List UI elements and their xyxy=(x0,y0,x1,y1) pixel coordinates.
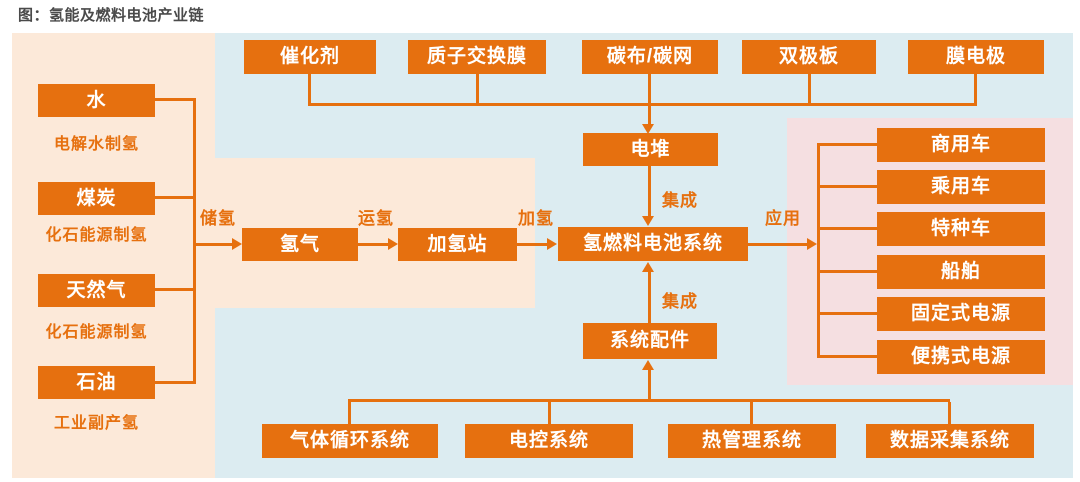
application-box-portable-power: 便携式电源 xyxy=(877,340,1045,374)
arrowhead-right-to-hydrogen xyxy=(232,238,242,250)
flow-line-to-hydrogen xyxy=(196,243,234,246)
arrowhead-down-to-system xyxy=(642,216,654,226)
figure-title: 图：氢能及燃料电池产业链 xyxy=(18,7,205,24)
connector-catalyst-stub xyxy=(308,74,311,106)
connector-accessories-to-system xyxy=(648,271,651,323)
label-hydrogen-storage: 储氢 xyxy=(200,209,236,228)
component-box-catalyst: 催化剂 xyxy=(244,40,376,74)
connector-data-acquisition-stub xyxy=(948,402,951,424)
component-box-bipolar-plate: 双极板 xyxy=(742,40,876,74)
subsystem-box-electric-control: 电控系统 xyxy=(465,424,633,458)
label-application: 应用 xyxy=(765,209,801,228)
connector-gas-stub xyxy=(155,288,195,291)
connector-branch-portable xyxy=(817,355,879,358)
connector-branch-ship xyxy=(817,270,879,273)
arrowhead-up-to-system xyxy=(642,262,654,272)
connector-electrode-stub xyxy=(974,74,977,106)
arrowhead-right-to-station xyxy=(388,238,398,250)
connector-branch-stationary xyxy=(817,312,879,315)
connector-sources-trunk xyxy=(193,98,196,384)
source-box-coal: 煤炭 xyxy=(38,182,155,215)
connector-bipolar-stub xyxy=(808,74,811,106)
label-hydrogen-transport: 运氢 xyxy=(358,209,394,228)
connector-stack-to-system xyxy=(648,166,651,218)
application-box-ship: 船舶 xyxy=(877,255,1045,289)
connector-components-bus xyxy=(308,103,977,106)
flow-line-to-station xyxy=(358,243,390,246)
connector-membrane-stub xyxy=(476,74,479,106)
stack-box: 电堆 xyxy=(583,133,718,166)
hydrogen-box: 氢气 xyxy=(242,228,358,261)
station-box: 加氢站 xyxy=(398,228,517,261)
connector-branch-passenger xyxy=(817,185,879,188)
arrowhead-down-to-stack xyxy=(642,124,654,134)
connector-branch-special xyxy=(817,227,879,230)
label-hydrogen-refueling: 加氢 xyxy=(518,209,554,228)
fuel-cell-system-box: 氢燃料电池系统 xyxy=(558,227,748,261)
component-box-proton-membrane: 质子交换膜 xyxy=(408,40,546,74)
application-box-stationary-power: 固定式电源 xyxy=(877,297,1045,331)
connector-thermal-stub xyxy=(750,402,753,424)
source-method-fossil-1: 化石能源制氢 xyxy=(45,227,148,244)
connector-coal-stub xyxy=(155,196,195,199)
connector-branch-commercial xyxy=(817,143,879,146)
connector-subsystems-bus xyxy=(348,399,950,402)
source-box-natural-gas: 天然气 xyxy=(38,274,155,307)
connector-bus-to-stack xyxy=(648,103,651,127)
arrowhead-up-to-accessories xyxy=(642,360,654,370)
component-box-carbon-cloth: 碳布/碳网 xyxy=(582,40,718,74)
connector-bus-to-accessories xyxy=(648,369,651,402)
component-box-membrane-electrode: 膜电极 xyxy=(908,40,1044,74)
subsystem-box-thermal-management: 热管理系统 xyxy=(668,424,836,458)
connector-applications-trunk xyxy=(817,143,820,358)
arrowhead-right-to-applications xyxy=(807,238,817,250)
connector-water-stub xyxy=(155,98,195,101)
arrowhead-right-to-system xyxy=(547,238,557,250)
source-method-fossil-2: 化石能源制氢 xyxy=(45,324,148,341)
subsystem-box-data-acquisition: 数据采集系统 xyxy=(866,424,1034,458)
accessories-box: 系统配件 xyxy=(583,323,717,359)
label-integration-lower: 集成 xyxy=(662,292,698,311)
connector-electric-control-stub xyxy=(548,402,551,424)
subsystem-box-gas-circulation: 气体循环系统 xyxy=(262,424,438,458)
connector-petroleum-stub xyxy=(155,381,195,384)
connector-carbon-stub xyxy=(648,74,651,106)
application-box-special-vehicle: 特种车 xyxy=(877,212,1045,246)
source-box-water: 水 xyxy=(38,84,155,117)
source-method-byproduct: 工业副产氢 xyxy=(53,415,139,432)
flow-line-to-system xyxy=(517,243,548,246)
label-integration-upper: 集成 xyxy=(662,191,698,210)
source-method-electrolysis: 电解水制氢 xyxy=(53,136,139,153)
flow-line-to-applications xyxy=(748,243,808,246)
application-box-passenger-vehicle: 乘用车 xyxy=(877,170,1045,204)
source-box-petroleum: 石油 xyxy=(38,366,155,399)
connector-gas-circulation-stub xyxy=(348,402,351,424)
application-box-commercial-vehicle: 商用车 xyxy=(877,128,1045,162)
